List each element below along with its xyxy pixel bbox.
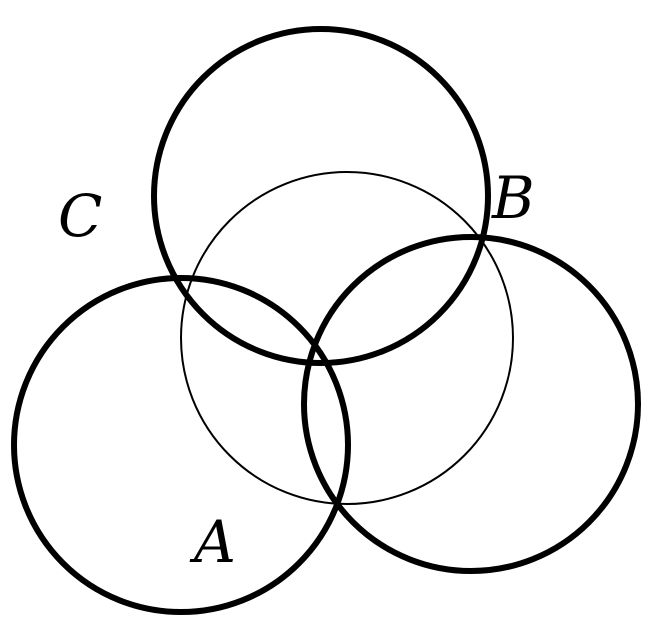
center-circle bbox=[180, 171, 514, 505]
circle-bottom-right bbox=[301, 234, 641, 574]
circle-bottom-left bbox=[11, 275, 351, 615]
label-b: B bbox=[491, 164, 535, 232]
label-c: C bbox=[58, 182, 102, 250]
circle-top bbox=[151, 26, 491, 366]
label-a: A bbox=[189, 508, 236, 576]
